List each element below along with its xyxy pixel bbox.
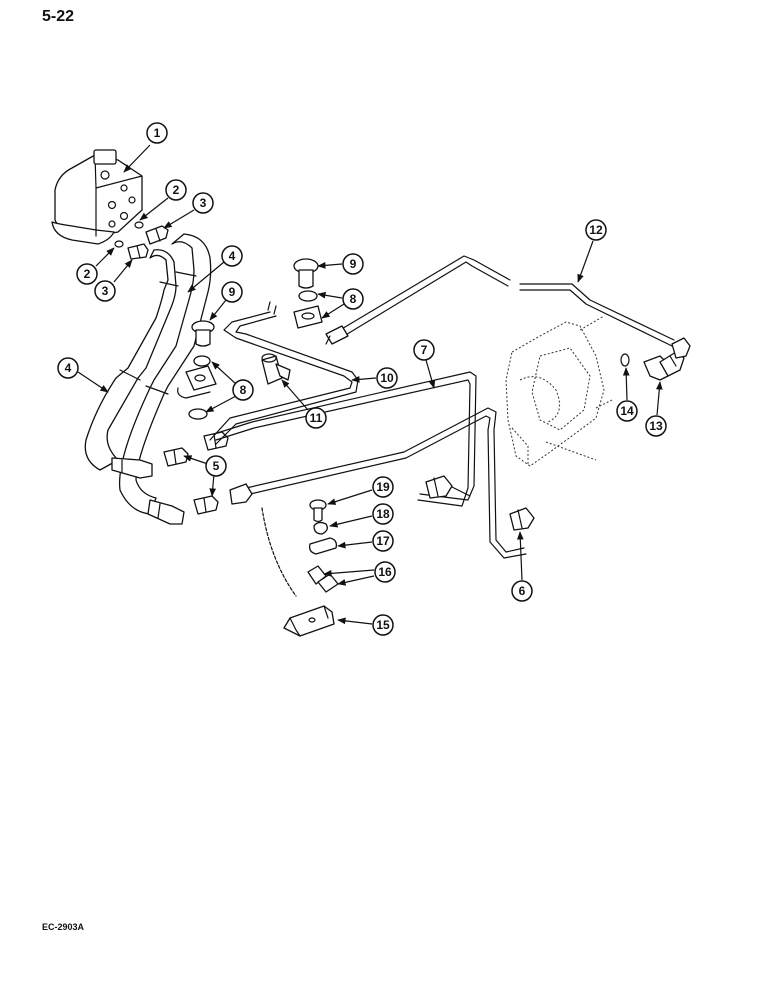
callout-3-upper: 3 (163, 192, 214, 229)
svg-text:14: 14 (620, 404, 634, 418)
callout-12: 12 (577, 219, 607, 283)
hose-clamp (177, 387, 211, 399)
callout-4-lower: 4 (57, 357, 109, 393)
svg-text:3: 3 (200, 196, 207, 210)
callout-14: 14 (616, 367, 638, 422)
svg-text:13: 13 (649, 419, 663, 433)
svg-text:9: 9 (350, 257, 357, 271)
svg-text:15: 15 (376, 618, 390, 632)
o-ring-lower (114, 240, 124, 248)
callout-8-top: 8 (317, 288, 364, 319)
steering-cylinder-outline (505, 315, 613, 467)
svg-text:4: 4 (65, 361, 72, 375)
callout-16: 16 (323, 561, 396, 586)
page-number: 5-22 (42, 8, 75, 25)
tube-end-fitting-12 (671, 337, 691, 359)
svg-text:5: 5 (213, 459, 220, 473)
callout-17: 17 (337, 530, 394, 552)
washer-left-2 (188, 408, 208, 420)
figure-code: EC-2903A (42, 922, 85, 932)
bracket-15 (283, 605, 335, 637)
svg-text:2: 2 (84, 267, 91, 281)
svg-text:8: 8 (240, 383, 247, 397)
callout-1: 1 (123, 122, 168, 173)
svg-text:11: 11 (310, 411, 323, 425)
o-ring-upper (134, 221, 144, 229)
svg-text:17: 17 (376, 534, 390, 548)
svg-text:1: 1 (154, 126, 161, 140)
adapter-lower (127, 243, 149, 260)
callout-9-top: 9 (317, 253, 364, 275)
tube-fittings-6-7 (229, 475, 535, 531)
tube-to-steering-cylinder (325, 255, 675, 347)
svg-text:16: 16 (378, 565, 392, 579)
washer-top-1 (298, 290, 318, 302)
bolt-top (293, 258, 319, 289)
svg-text:18: 18 (376, 507, 390, 521)
tee-fitting (261, 353, 291, 385)
callout-18: 18 (329, 503, 394, 528)
svg-text:9: 9 (229, 285, 236, 299)
callout-19: 19 (327, 476, 394, 505)
elbow-fittings (163, 431, 229, 515)
svg-text:2: 2 (173, 183, 180, 197)
tube-7 (245, 407, 527, 559)
callout-9-left: 9 (209, 281, 243, 321)
washer-left-1 (193, 355, 211, 367)
hose-assembly (84, 233, 212, 525)
callout-2-lower: 2 (76, 247, 115, 285)
bracket-leader-hatch (261, 507, 297, 597)
callout-8-left: 8 (205, 361, 254, 413)
svg-text:12: 12 (589, 223, 603, 237)
clamp-plate-17 (308, 537, 338, 555)
callout-13: 13 (645, 381, 667, 437)
callout-10: 10 (351, 367, 398, 389)
callout-7: 7 (413, 339, 436, 389)
tube-6 (213, 371, 477, 507)
svg-text:6: 6 (519, 584, 526, 598)
callout-6: 6 (511, 531, 533, 602)
clamp-halves-16 (307, 565, 339, 593)
svg-text:19: 19 (376, 480, 390, 494)
svg-text:7: 7 (421, 343, 428, 357)
steering-control-valve (51, 149, 143, 245)
adapter-upper (145, 225, 169, 245)
callout-3-lower: 3 (94, 259, 133, 302)
svg-text:3: 3 (102, 284, 109, 298)
spacer-left (185, 365, 217, 391)
steering-tube-loop (209, 301, 359, 445)
o-ring-14 (620, 353, 630, 367)
bolt-left (191, 320, 215, 347)
callout-2-upper: 2 (139, 179, 187, 221)
svg-text:4: 4 (229, 249, 236, 263)
lock-washer-18 (313, 521, 328, 535)
callout-15: 15 (337, 614, 394, 636)
bolt-19 (309, 499, 327, 523)
svg-text:10: 10 (380, 371, 394, 385)
callout-4-upper: 4 (187, 245, 243, 293)
callout-5: 5 (183, 455, 227, 497)
callout-11: 11 (281, 379, 327, 429)
svg-text:8: 8 (350, 292, 357, 306)
spacer-top (293, 305, 323, 329)
